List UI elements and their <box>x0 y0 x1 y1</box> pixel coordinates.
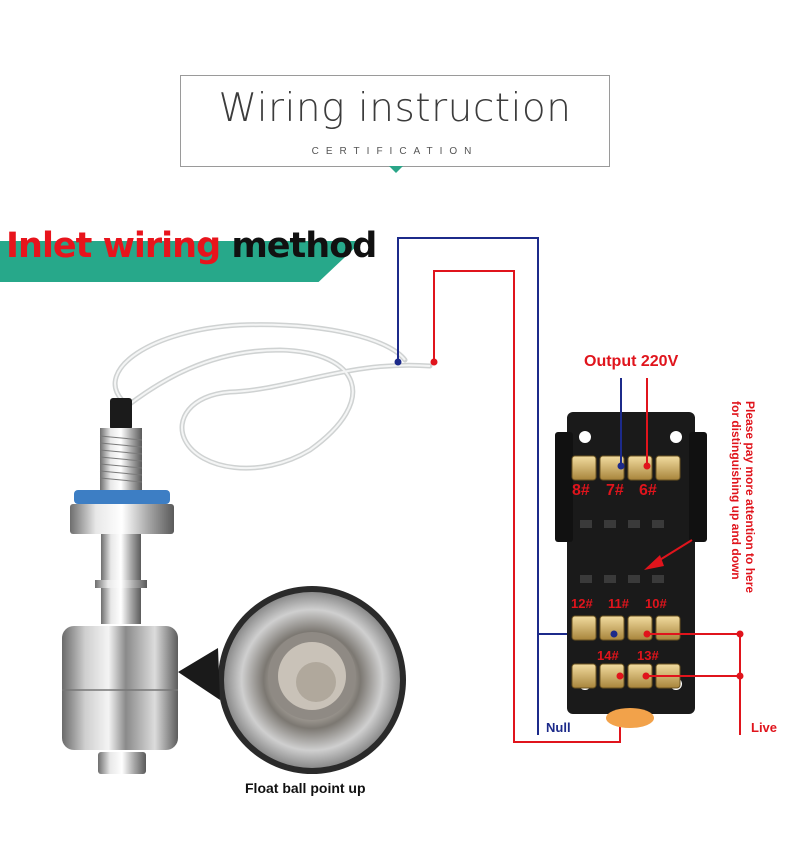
attention-note: Please pay more attention to here for di… <box>717 401 757 611</box>
output-voltage-label: Output 220V <box>584 353 679 370</box>
header-frame-top <box>180 75 610 76</box>
relay-socket <box>555 412 707 728</box>
float-ball-closeup <box>178 586 406 774</box>
float-switch-nut <box>70 504 174 534</box>
header-pointer-triangle <box>389 166 403 173</box>
terminal-label-6: 6# <box>639 482 657 499</box>
attention-note-line2: for distinguishing up and down <box>729 401 743 580</box>
float-ball <box>62 626 178 750</box>
float-switch-bottom-nut <box>98 752 146 774</box>
banner-text-red: Inlet wiring <box>6 226 221 266</box>
live-label: Live <box>751 720 778 735</box>
terminal-label-14: 14# <box>597 648 619 663</box>
float-caption: Float ball point up <box>245 780 366 796</box>
terminal-label-13: 13# <box>637 648 659 663</box>
terminal-label-11: 11# <box>608 596 629 611</box>
terminal-label-12: 12# <box>571 596 593 611</box>
page-subtitle: CERTIFICATION <box>311 146 479 157</box>
header-frame-left <box>180 75 181 167</box>
float-switch-cap <box>110 398 132 430</box>
section-banner-title: Inlet wiring method <box>6 226 377 266</box>
float-switch-stem <box>101 534 141 624</box>
page-title: Wiring instruction <box>218 86 572 131</box>
wire-red-inlet <box>433 270 621 743</box>
terminal-label-10: 10# <box>645 596 667 611</box>
null-label: Null <box>546 720 571 735</box>
float-switch <box>62 398 178 774</box>
banner-text-black: method <box>220 226 377 266</box>
section-banner <box>0 241 362 282</box>
header-frame-right <box>609 75 610 167</box>
terminal-label-8: 8# <box>572 482 590 499</box>
sensor-cable <box>112 322 433 471</box>
terminal-label-7: 7# <box>606 482 624 499</box>
float-switch-washer <box>74 490 170 504</box>
attention-note-line1: Please pay more attention to here <box>743 401 757 594</box>
